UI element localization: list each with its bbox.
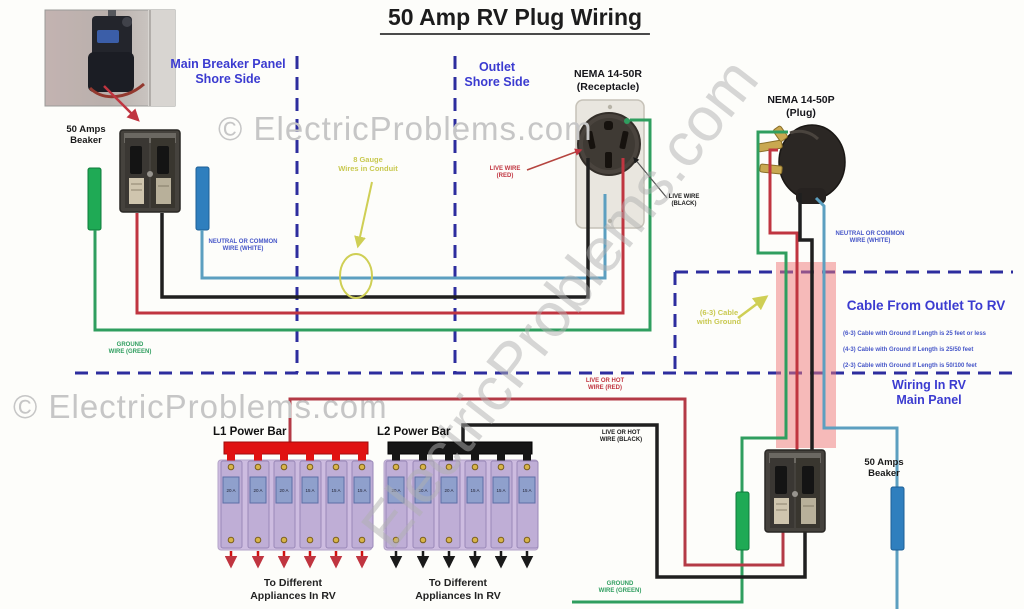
l2-power-bar-label: L2 Power Bar: [377, 426, 451, 438]
shore-live-red-wire: [135, 158, 625, 315]
rv-ground-wire-upper: [740, 130, 788, 494]
live-red-wire-label: LIVE WIRE (RED): [489, 166, 521, 180]
rv-wires: [288, 130, 899, 609]
shore-ground-wire-label: GROUND WIRE (GREEN): [108, 342, 152, 356]
cable-region-title: Cable From Outlet To RV: [846, 298, 1006, 313]
shore-neutral-bus-bar: [195, 166, 210, 231]
cable-note-3: (2-3) Cable with Ground If Length is 50/…: [843, 363, 977, 370]
cable-note-2: (4-3) Cable with Ground If Length is 25/…: [843, 347, 974, 354]
breaker-amp-label: 20 A: [444, 488, 453, 493]
rv-breaker-label: 50 Amps Beaker: [864, 457, 904, 480]
cable-region-notes: (6-3) Cable with Ground If Length is 25 …: [843, 322, 986, 379]
shore-panel-label: Main Breaker Panel Shore Side: [170, 57, 286, 86]
breaker-amp-label: 15 A: [470, 488, 479, 493]
live-red-arrow: [526, 148, 583, 171]
diagram-title: 50 Amp RV Plug Wiring: [379, 4, 651, 35]
rv-live-black-label: LIVE OR HOT WIRE (BLACK): [599, 430, 643, 444]
receptacle-slots: [586, 121, 629, 168]
plug-label: NEMA 14-50P (Plug): [767, 94, 835, 119]
rv-neutral-bus-bar: [890, 486, 905, 551]
breaker-amp-label: 20 A: [279, 488, 288, 493]
shore-wires: [93, 118, 652, 332]
rv-live-black-to-l2: [461, 423, 807, 579]
breaker-amp-label: 20 A: [391, 488, 400, 493]
boundary-dashed-lines: [75, 56, 1013, 375]
cable-type-label: (6-3) Cable with Ground: [696, 308, 742, 326]
appliances-label-l2: To Different Appliances In RV: [415, 577, 501, 602]
live-black-arrow: [633, 157, 668, 199]
l1-power-bar-label: L1 Power Bar: [213, 426, 287, 438]
panel-photo: [44, 9, 176, 107]
l1-bus: [223, 441, 369, 455]
shore-ground-wire: [93, 118, 652, 332]
rv-live-red-to-l1: [288, 397, 785, 567]
cable-annotation-arrow: [737, 295, 769, 319]
shore-neutral-wire: [200, 194, 607, 280]
breaker-amp-label: 20 A: [253, 488, 262, 493]
rv-live-red-feed: [768, 148, 799, 454]
rv-neutral-wire-label: NEUTRAL OR COMMON WIRE (WHITE): [835, 231, 905, 245]
breaker-amp-label: 20 A: [418, 488, 427, 493]
breaker-amp-label: 20 A: [226, 488, 235, 493]
shore-50a-breaker: [119, 129, 181, 213]
appliances-label-l1: To Different Appliances In RV: [250, 577, 336, 602]
rv-50a-breaker: [764, 449, 826, 533]
breaker-amp-label: 15 A: [522, 488, 531, 493]
breaker-amp-label: 15 A: [305, 488, 314, 493]
photo-pointer-arrow: [103, 85, 140, 122]
breaker-amp-label: 15 A: [331, 488, 340, 493]
live-black-wire-label: LIVE WIRE (BLACK): [668, 194, 700, 208]
shore-breaker-label: 50 Amps Beaker: [66, 124, 106, 147]
shore-live-black-wire: [160, 158, 590, 299]
rv-neutral-wire-upper: [814, 196, 899, 489]
receptacle-label: NEMA 14-50R (Receptacle): [574, 68, 642, 93]
receptacle-ground-terminal: [624, 118, 630, 124]
watermark-bottom: © ElectricProblems.com: [13, 388, 388, 425]
l1-branch-breakers: 20 A 20 A 20 A 15 A 15 A 15 A: [220, 460, 374, 569]
rv-ground-wire-label: GROUND WIRE (GREEN): [598, 581, 642, 595]
rv-ground-bus-bar: [735, 491, 750, 551]
rv-live-black-feed: [798, 193, 814, 454]
l2-bus: [387, 441, 533, 455]
outlet-section-label: Outlet Shore Side: [464, 60, 530, 89]
rv-panel-caption: Wiring In RV Main Panel: [892, 378, 966, 407]
shore-neutral-wire-label: NEUTRAL OR COMMON WIRE (WHITE): [208, 239, 278, 253]
rv-live-red-label: LIVE OR HOT WIRE (RED): [585, 378, 625, 392]
conduit-label: 8 Gauge Wires in Conduit: [338, 155, 398, 173]
cable-note-1: (6-3) Cable with Ground If Length is 25 …: [843, 331, 987, 338]
watermark-top: © ElectricProblems.com: [218, 110, 593, 147]
conduit-annotation: [339, 181, 373, 299]
breaker-amp-label: 15 A: [357, 488, 366, 493]
l2-branch-breakers: 20 A 20 A 20 A 15 A 15 A 15 A: [385, 460, 539, 569]
nema-14-50p-plug: [757, 124, 846, 204]
breaker-amp-label: 15 A: [496, 488, 505, 493]
shore-ground-bus-bar: [87, 167, 102, 231]
